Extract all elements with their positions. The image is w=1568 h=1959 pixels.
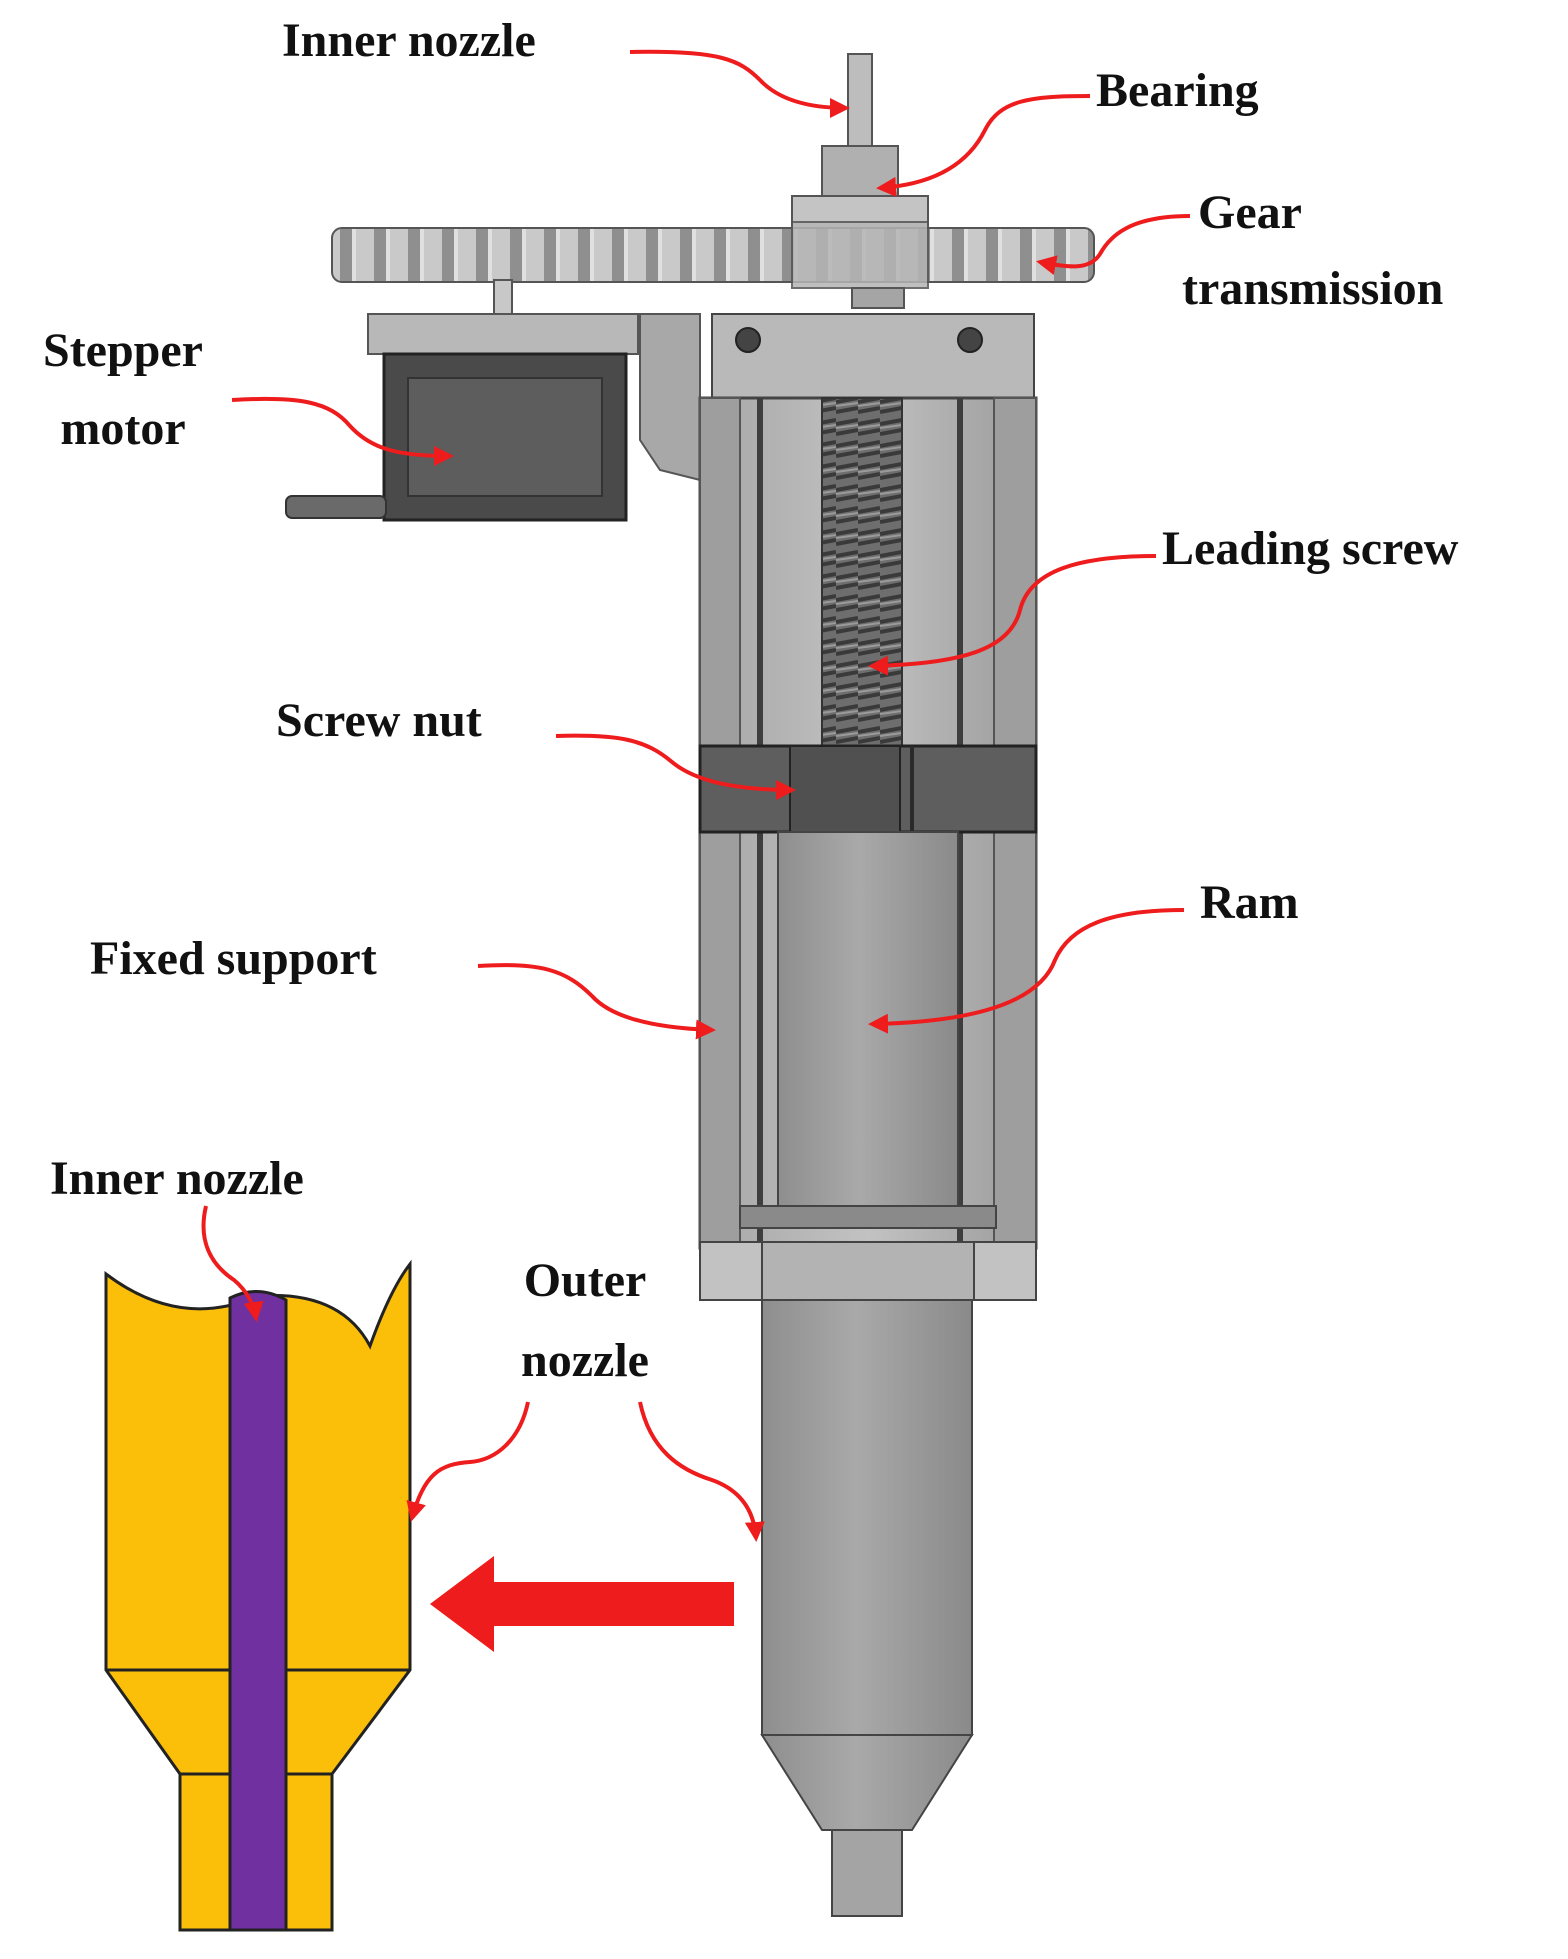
arrow-inner-nozzle-top bbox=[629, 49, 850, 118]
gear-hub bbox=[791, 221, 929, 289]
outer-nozzle-barrel bbox=[761, 1299, 973, 1736]
motor-bracket bbox=[639, 313, 701, 482]
label-gear: Gear bbox=[1198, 186, 1302, 239]
motor-shaft bbox=[493, 279, 513, 315]
arrow-outer-nozzle-right bbox=[638, 1401, 765, 1542]
stepper-motor-cable bbox=[285, 495, 387, 519]
outer-nozzle-cone bbox=[760, 1734, 974, 1831]
ram-base-band bbox=[739, 1205, 997, 1229]
outer-nozzle-tip bbox=[831, 1829, 903, 1917]
label-bearing: Bearing bbox=[1096, 64, 1259, 117]
arrow-stepper bbox=[231, 396, 454, 466]
screw-nut-block bbox=[789, 745, 901, 833]
top-block-screw-right bbox=[957, 327, 983, 353]
stepper-motor-face bbox=[407, 377, 603, 497]
inner-nozzle-pin bbox=[847, 53, 873, 147]
arrow-fixed-support bbox=[477, 963, 716, 1040]
label-transmission: transmission bbox=[1182, 262, 1444, 315]
top-block-screw-left bbox=[735, 327, 761, 353]
arrow-gear bbox=[1036, 214, 1191, 275]
arrow-outer-nozzle-left bbox=[406, 1401, 530, 1522]
arrow-ram bbox=[868, 908, 1185, 1034]
detail-pointer-arrow bbox=[430, 1556, 734, 1652]
label-motor: motor bbox=[60, 402, 186, 455]
label-ram: Ram bbox=[1200, 876, 1299, 929]
gear-shaft bbox=[851, 287, 905, 309]
label-outer: Outer bbox=[523, 1254, 647, 1307]
arrow-leading-screw bbox=[868, 554, 1157, 676]
leading-screw bbox=[821, 397, 903, 747]
label-inner-nozzle-detail: Inner nozzle bbox=[50, 1152, 304, 1205]
nozzle-cross-section bbox=[104, 1259, 412, 1932]
top-block bbox=[711, 313, 1035, 399]
inner-nozzle-detail bbox=[228, 1290, 288, 1932]
arrow-inner-nozzle-detail bbox=[201, 1205, 264, 1322]
label-leading-screw: Leading screw bbox=[1162, 522, 1459, 575]
motor-mount-plate bbox=[367, 313, 639, 355]
arrow-bearing bbox=[876, 94, 1091, 197]
label-fixed-support: Fixed support bbox=[90, 932, 377, 985]
gear bbox=[331, 227, 1095, 283]
label-nozzle: nozzle bbox=[521, 1334, 649, 1387]
label-stepper: Stepper bbox=[43, 324, 203, 377]
leader-arrows bbox=[201, 49, 1191, 1542]
arrow-screw-nut bbox=[555, 733, 796, 800]
label-screw-nut: Screw nut bbox=[276, 694, 482, 747]
label-inner-nozzle-top: Inner nozzle bbox=[282, 14, 536, 67]
extruder-assembly bbox=[285, 53, 1095, 1917]
